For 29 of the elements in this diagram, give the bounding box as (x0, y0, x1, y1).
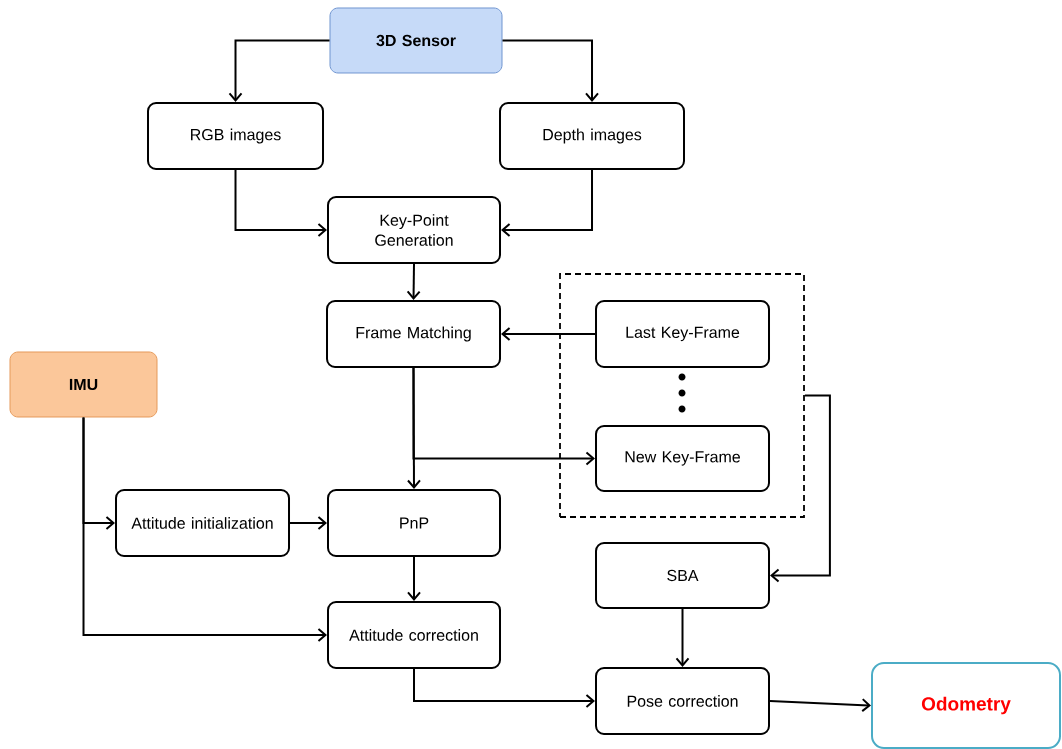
arrow (228, 39, 331, 102)
process-box: Last Key-Frame (595, 300, 770, 368)
process-box: RGB images (147, 102, 324, 170)
process-box: Depth images (499, 102, 685, 170)
arrow (675, 608, 690, 667)
process-box: Attitude correction (327, 601, 501, 669)
process-box: PnP (327, 489, 501, 557)
process-box: SBA (595, 542, 770, 609)
arrow (501, 327, 596, 341)
arrow (770, 394, 831, 583)
sensor-box: 3D Sensor (329, 7, 503, 74)
process-box: New Key-Frame (595, 425, 770, 492)
output-box: Odometry (871, 662, 1061, 749)
arrow (412, 367, 595, 466)
arrow (406, 263, 421, 300)
arrow (769, 698, 871, 713)
group-frame (559, 273, 805, 518)
arrow (82, 416, 327, 642)
arrow (407, 556, 421, 601)
process-box: Pose correction (595, 667, 770, 735)
arrow (234, 169, 327, 237)
arrow (413, 668, 595, 708)
sensor-box: IMU (9, 351, 158, 418)
process-box: Frame Matching (326, 300, 501, 368)
arrow (501, 169, 593, 237)
process-box: Key-Point Generation (327, 196, 501, 264)
arrow (501, 39, 599, 102)
arrow (289, 516, 327, 530)
process-box: Attitude initialization (115, 489, 290, 557)
